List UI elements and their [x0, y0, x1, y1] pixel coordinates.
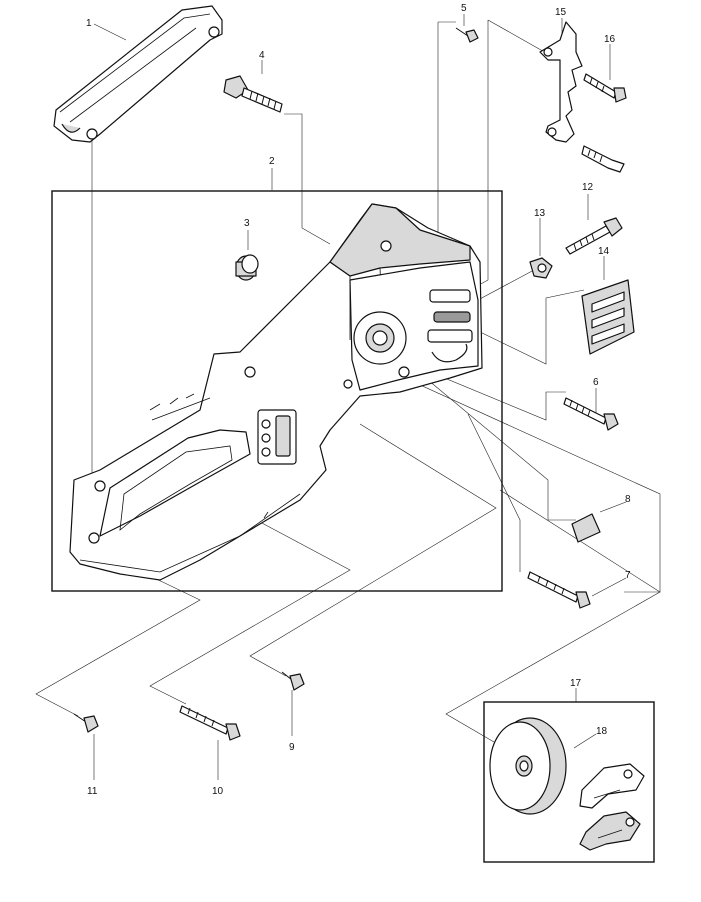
- callout-4: 4: [259, 50, 265, 61]
- part-8-label: [571, 513, 601, 543]
- callout-16: 16: [604, 34, 616, 45]
- part-3-bushing: [235, 254, 259, 281]
- callout-10: 10: [212, 786, 224, 797]
- callout-8: 8: [625, 494, 631, 505]
- part-13-nut: [529, 257, 553, 279]
- assembly-frame: [51, 190, 503, 592]
- part-11-screw: [73, 713, 99, 733]
- callout-17: 17: [570, 678, 582, 689]
- part-9-screw: [281, 671, 305, 691]
- callout-18: 18: [596, 726, 608, 737]
- callout-11: 11: [87, 786, 98, 797]
- part-7-long-bolt: [527, 571, 591, 609]
- part-16-screw: [583, 73, 627, 103]
- part-15-chain-catcher: [539, 21, 625, 173]
- callout-2: 2: [269, 156, 275, 167]
- part-17-clutch-drum: [489, 717, 567, 815]
- callout-13: 13: [534, 208, 546, 219]
- part-10-bolt: [179, 705, 241, 741]
- part-4-bolt: [223, 75, 283, 113]
- callout-9: 9: [289, 742, 295, 753]
- callout-12: 12: [582, 182, 594, 193]
- callout-3: 3: [244, 218, 250, 229]
- part-2-housing: [69, 203, 483, 581]
- part-12-bolt: [565, 217, 623, 255]
- part-14-plate: [581, 279, 635, 355]
- clutch-box: [483, 701, 655, 863]
- callout-15: 15: [555, 7, 567, 18]
- part-18-clutch-shoes: [579, 763, 645, 851]
- callout-1: 1: [86, 18, 92, 29]
- part-1-grip-bar: [53, 5, 223, 143]
- leader-lines: [35, 14, 661, 780]
- callout-labels: 1 4 2 3 5 15 16 12 13 14 6 8 7 17 18 9 1…: [86, 3, 631, 797]
- callout-6: 6: [593, 377, 599, 388]
- callout-14: 14: [598, 246, 610, 257]
- part-5-screw: [455, 27, 479, 43]
- callout-7: 7: [625, 570, 631, 581]
- callout-5: 5: [461, 3, 467, 14]
- part-6-screw: [563, 397, 619, 431]
